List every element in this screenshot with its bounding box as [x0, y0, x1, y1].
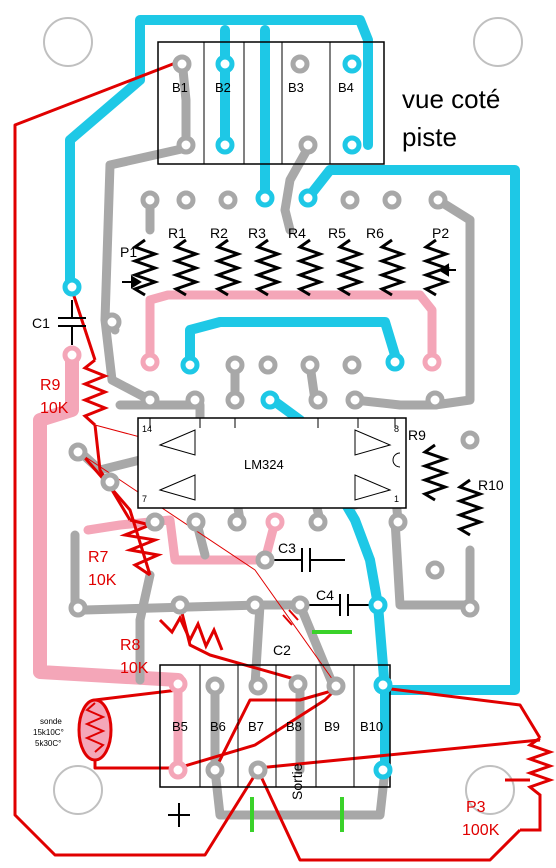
label-c3: C3 — [278, 540, 296, 556]
label-r2: R2 — [210, 225, 228, 241]
sonde-labels: sonde 15k10C° 5k30C° — [33, 717, 64, 748]
potentiometer-p3-red — [520, 736, 555, 832]
chip-pin-7: 7 — [142, 494, 147, 504]
lm324-chip — [137, 417, 407, 509]
label-r5: R5 — [328, 225, 346, 241]
sonde-line1: sonde — [40, 717, 62, 726]
capacitor-c2 — [282, 609, 299, 626]
label-r1: R1 — [168, 225, 186, 241]
mounting-hole-br — [465, 765, 515, 815]
label-r6: R6 — [366, 225, 384, 241]
label-b9: B9 — [324, 719, 340, 734]
label-r7-value: 10K — [88, 572, 117, 589]
pink-traces — [33, 290, 437, 773]
chip-pin-14: 14 — [142, 424, 152, 434]
resistor-r5 — [335, 238, 365, 297]
thermistor-sonde — [77, 698, 113, 762]
resistor-r10 — [455, 478, 485, 537]
label-r8-value: 10K — [120, 660, 149, 677]
pads-pink — [62, 345, 442, 780]
chip-pin-1: 1 — [394, 494, 399, 504]
mounting-hole-tr — [473, 17, 523, 67]
connector-labels: B1 B2 B3 B4 B5 B6 B7 B8 B9 B10 — [172, 80, 383, 734]
label-r9: R9 — [40, 377, 61, 394]
label-b10: B10 — [360, 719, 383, 734]
red-resistors — [80, 358, 555, 832]
resistor-r6 — [377, 238, 407, 297]
plus-sign — [168, 803, 190, 827]
pads-grey — [68, 54, 480, 780]
label-b2: B2 — [215, 80, 231, 95]
label-b8: B8 — [286, 719, 302, 734]
label-sortie: Sortie — [289, 763, 305, 800]
title-line1: vue coté — [402, 84, 500, 114]
mounting-holes — [43, 17, 523, 815]
label-b5: B5 — [172, 719, 188, 734]
sonde-line3: 5k30C° — [35, 739, 61, 748]
label-p3: P3 — [466, 799, 486, 816]
title-line2: piste — [402, 122, 457, 152]
label-r7: R7 — [88, 549, 109, 566]
label-b3: B3 — [288, 80, 304, 95]
sonde-line2: 15k10C° — [33, 728, 64, 737]
label-r3: R3 — [248, 225, 266, 241]
pot-wipers — [122, 263, 456, 289]
chip-name: LM324 — [244, 457, 284, 472]
green-marks — [250, 630, 352, 832]
red-labels: R9 10K R7 10K R8 10K P3 100K — [40, 377, 500, 839]
capacitors — [58, 300, 378, 626]
resistor-r4 — [295, 238, 325, 297]
resistor-r7-red — [119, 518, 164, 577]
resistor-r9-red — [80, 358, 110, 427]
bottom-connector-block — [159, 664, 391, 788]
capacitor-c3 — [265, 548, 345, 572]
chip-pin-8: 8 — [394, 424, 399, 434]
label-c4: C4 — [316, 587, 334, 603]
label-r10: R10 — [478, 477, 504, 493]
label-b6: B6 — [210, 719, 226, 734]
mounting-hole-tl — [43, 17, 93, 67]
label-p2: P2 — [432, 225, 449, 241]
chip-labels: LM324 14 8 7 1 — [142, 424, 399, 504]
resistor-labels: P1 R1 R2 R3 R4 R5 R6 P2 C1 R9 R10 C3 C4 … — [32, 225, 504, 658]
resistor-r2 — [213, 238, 243, 297]
resistors — [130, 238, 485, 537]
resistor-p1 — [130, 238, 160, 297]
label-r4: R4 — [288, 225, 306, 241]
label-c1: C1 — [32, 315, 50, 331]
label-b7: B7 — [248, 719, 264, 734]
resistor-r9-right — [420, 443, 450, 502]
label-r8: R8 — [120, 637, 141, 654]
resistor-r1 — [171, 238, 201, 297]
label-p1: P1 — [120, 244, 137, 260]
pads-cyan — [62, 54, 405, 780]
capacitor-c1 — [58, 300, 86, 345]
resistor-r8-red — [158, 614, 224, 651]
label-b1: B1 — [172, 80, 188, 95]
label-b4: B4 — [338, 80, 354, 95]
top-connector-block — [157, 41, 385, 165]
label-p3-value: 100K — [462, 822, 500, 839]
label-r9-black: R9 — [408, 427, 426, 443]
mounting-hole-bl — [53, 765, 103, 815]
label-c2: C2 — [273, 642, 291, 658]
capacitor-c4 — [300, 594, 378, 616]
resistor-r3 — [253, 238, 283, 297]
label-r9-value: 10K — [40, 400, 69, 417]
